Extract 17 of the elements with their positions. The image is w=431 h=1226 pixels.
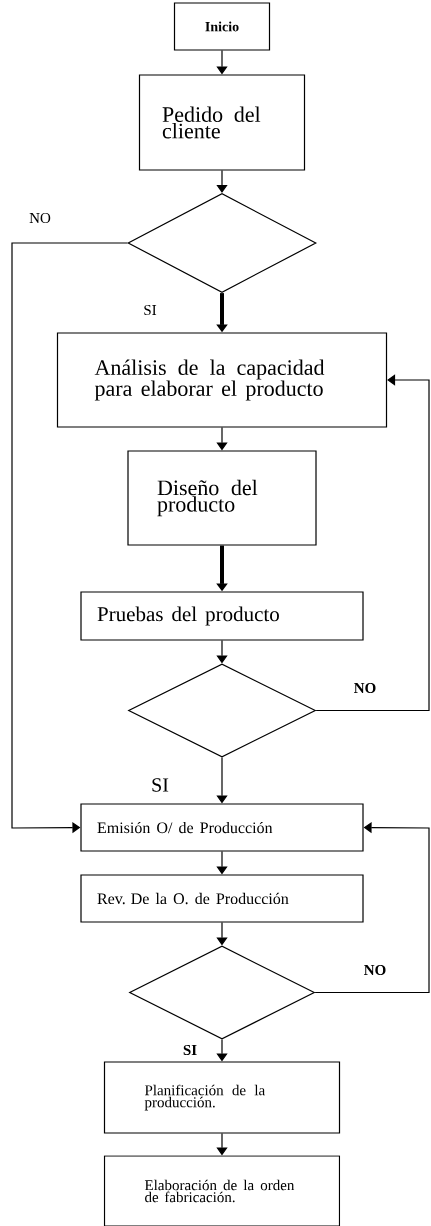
process-box: Análisis de la capacidad para elaborar el producto — [56, 332, 388, 428]
edge-label: NO — [352, 681, 378, 695]
process-box: Emisión O/ de Producción — [80, 803, 364, 852]
edge-label: SI — [181, 1043, 199, 1057]
process-box: Elaboración de la orden de fabricación. — [103, 1155, 341, 1226]
process-box: Diseño del producto — [127, 450, 317, 546]
process-box: Pruebas del producto — [80, 591, 364, 641]
edge-label: SI — [150, 777, 170, 793]
edge-label: NO — [28, 211, 52, 225]
process-box: Inicio — [173, 2, 271, 51]
edge-label: NO — [362, 963, 388, 977]
process-box: Rev. De la O. de Producción — [80, 874, 364, 923]
arrow — [315, 374, 430, 712]
arrow — [216, 170, 228, 193]
process-box: Pedido del cliente — [138, 74, 306, 171]
edge-label: SI — [142, 303, 158, 317]
process-box: Planificación de la producción. — [103, 1061, 341, 1134]
